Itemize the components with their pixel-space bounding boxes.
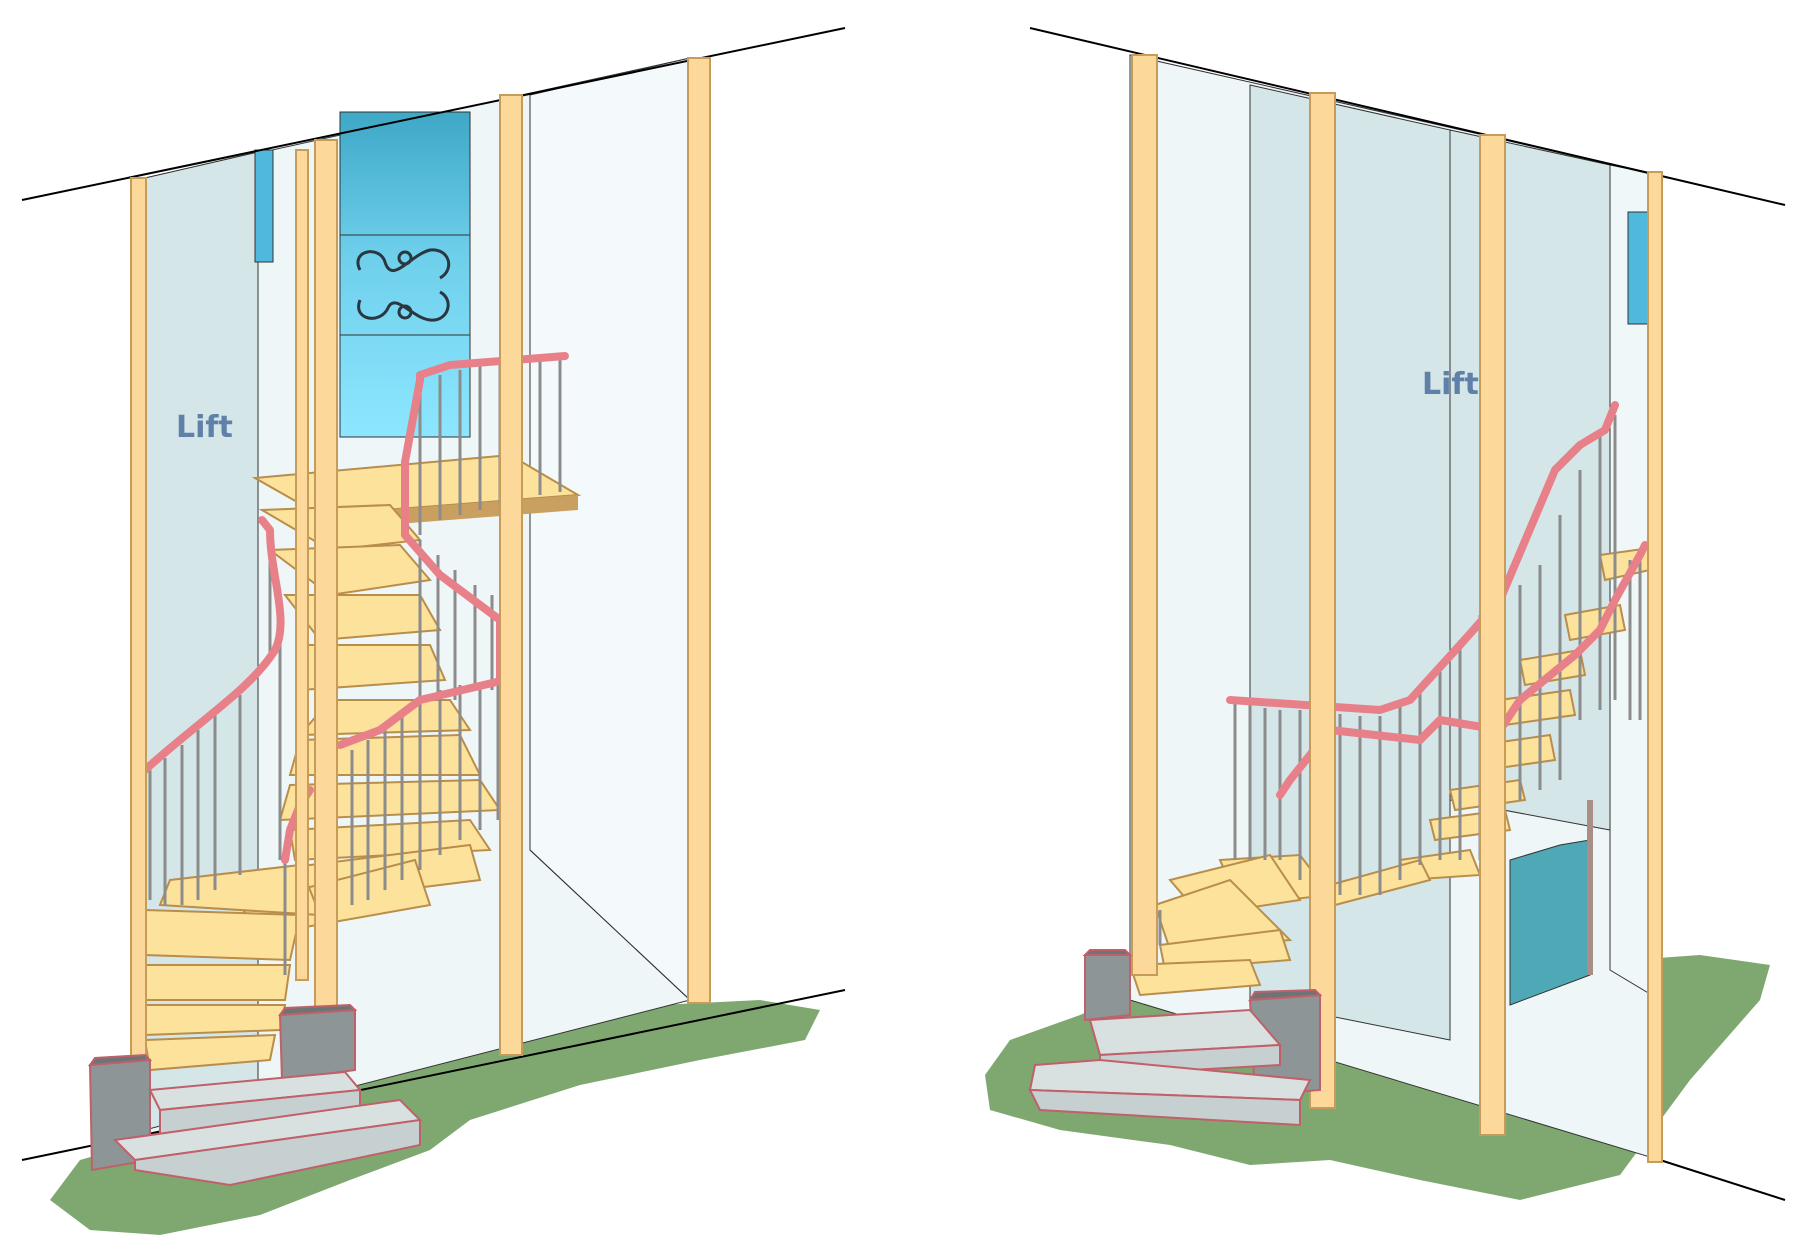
left-tread (267, 543, 432, 597)
left-post (499, 94, 523, 1056)
right-small-window (1627, 211, 1651, 325)
left-steep-handrail (401, 376, 424, 466)
left-post (295, 149, 309, 981)
left-post (687, 57, 711, 1004)
left-window-ornament (356, 248, 451, 322)
right-planters (1082, 949, 1323, 1097)
left-post (314, 139, 338, 1016)
left-wall-base (529, 849, 691, 1001)
left-ceiling-line (21, 27, 846, 201)
left-balusters (148, 356, 562, 975)
right-post (1309, 92, 1336, 1109)
right-entry-steps (1028, 1008, 1312, 1127)
right-view: Lift (985, 27, 1786, 1201)
right-tread (1128, 958, 1262, 997)
right-post (1131, 54, 1158, 976)
left-lower-handrail (336, 676, 509, 749)
right-tread (1158, 928, 1292, 972)
left-posts (130, 57, 711, 1069)
left-lift-label: Lift (176, 410, 233, 445)
left-view: Lift (21, 27, 846, 1235)
left-tread (297, 699, 472, 737)
left-glass-window (339, 111, 471, 438)
right-post (1479, 134, 1506, 1136)
left-post (130, 177, 147, 1069)
right-ground-line (1659, 1159, 1786, 1201)
left-spiral-outer-handrail (141, 516, 285, 774)
right-post (1647, 171, 1663, 1163)
left-tread (144, 1004, 287, 1037)
right-lift-label: Lift (1422, 367, 1479, 402)
left-side-wall (529, 57, 691, 1002)
left-entry-steps (112, 1070, 423, 1187)
right-lower-handrail (1326, 541, 1649, 744)
left-tread (144, 908, 302, 962)
left-tread (144, 964, 292, 1001)
left-small-window (254, 149, 274, 263)
right-posts (1131, 54, 1663, 1163)
